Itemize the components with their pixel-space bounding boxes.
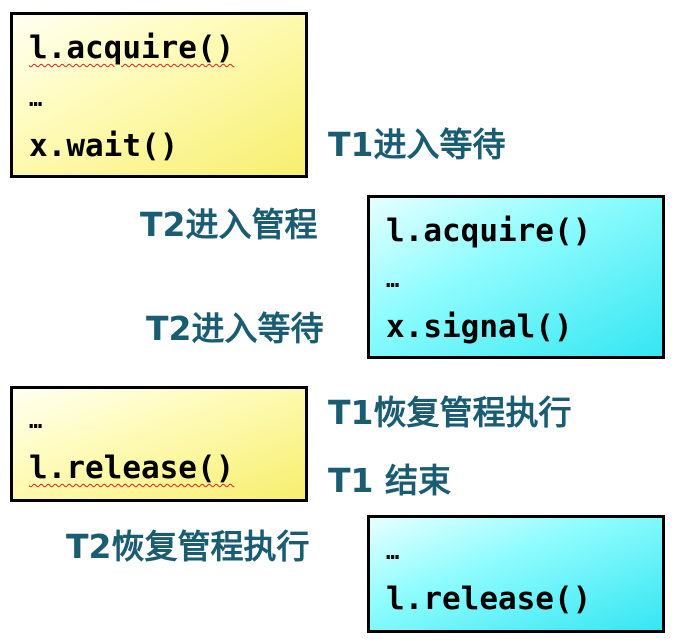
label-t2-resume: T2恢复管程执行 bbox=[66, 527, 310, 566]
t2-code-block: l.acquire() … x.signal() bbox=[367, 195, 665, 359]
code-line-acquire: l.acquire() bbox=[386, 213, 592, 249]
code-line-signal: x.signal() bbox=[386, 309, 573, 345]
code-line-ellipsis: … bbox=[386, 268, 400, 293]
t1-code-block: l.acquire() … x.wait() bbox=[10, 12, 308, 178]
code-line-wait: x.wait() bbox=[29, 128, 179, 164]
code-line-ellipsis: … bbox=[386, 540, 400, 565]
t1-release-block: … l.release() bbox=[10, 386, 308, 502]
label-t2-wait: T2进入等待 bbox=[146, 309, 324, 348]
code-line-acquire: l.acquire() bbox=[29, 30, 235, 66]
label-t2-enter: T2进入管程 bbox=[140, 205, 318, 244]
code-line-ellipsis: … bbox=[29, 87, 43, 112]
code-line-ellipsis: … bbox=[29, 409, 43, 434]
label-t1-resume: T1恢复管程执行 bbox=[328, 393, 572, 432]
t2-release-block: … l.release() bbox=[367, 515, 665, 633]
code-line-release: l.release() bbox=[29, 450, 235, 486]
label-t1-wait: T1进入等待 bbox=[328, 125, 506, 164]
code-line-release: l.release() bbox=[386, 581, 592, 617]
label-t1-end: T1 结束 bbox=[328, 461, 451, 500]
